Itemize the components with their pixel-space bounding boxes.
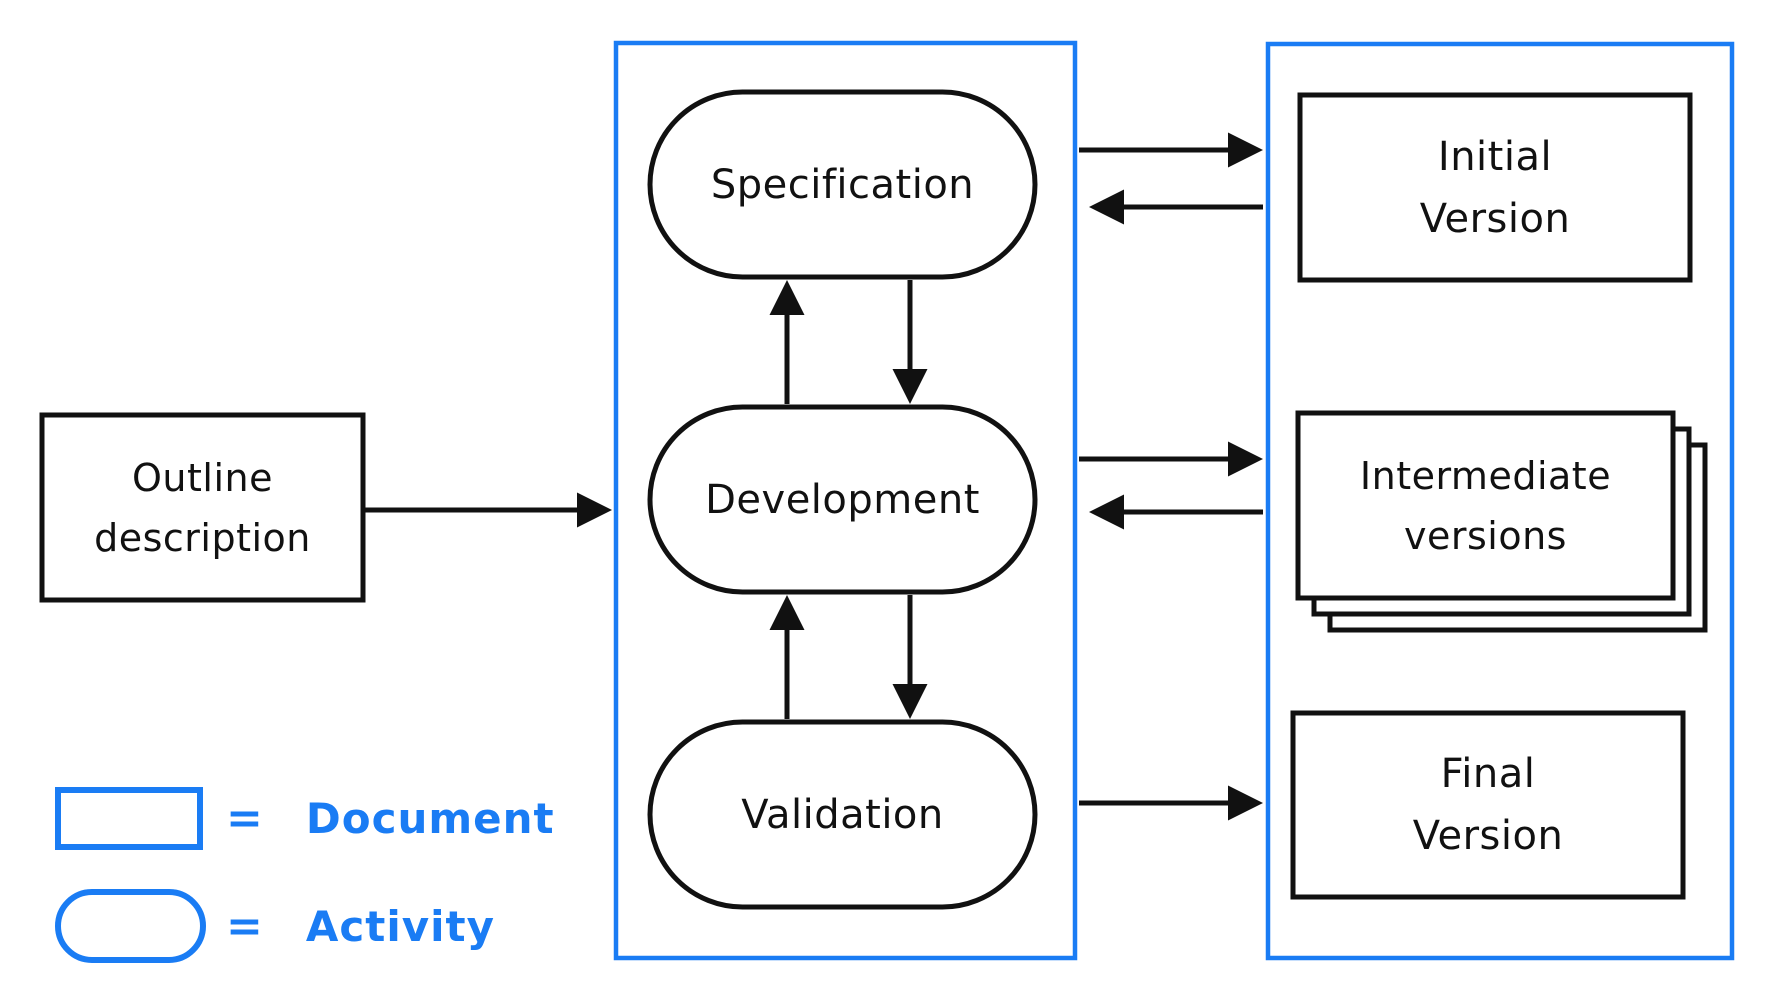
intermediate-versions-box xyxy=(1295,410,1676,601)
activities-container xyxy=(613,40,1078,961)
legend-document-row: = Document xyxy=(226,790,555,847)
legend-activity-row: = Activity xyxy=(226,892,495,960)
legend-activity-label: Activity xyxy=(305,901,495,951)
initial-version-box xyxy=(1297,92,1693,283)
legend-activity-symbol xyxy=(55,889,206,963)
legend-document-label: Document xyxy=(305,794,555,843)
outline-description-box xyxy=(39,412,366,603)
versions-container xyxy=(1265,41,1735,961)
final-version-box xyxy=(1290,710,1686,900)
legend-activity-equals: = xyxy=(226,900,264,952)
specification-shape xyxy=(647,89,1038,280)
legend-document-symbol xyxy=(55,787,203,850)
development-shape xyxy=(647,404,1038,595)
validation-shape xyxy=(647,719,1038,910)
legend-document-equals: = xyxy=(226,793,264,844)
